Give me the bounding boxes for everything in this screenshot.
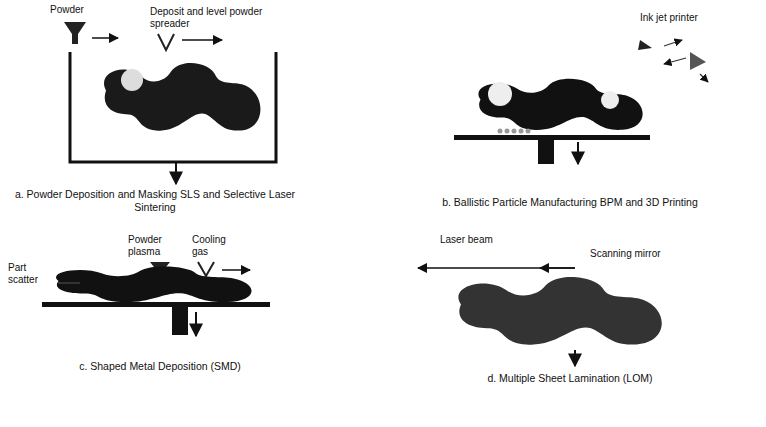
panel-b: [454, 40, 708, 164]
gas-nozzle: [198, 262, 214, 276]
part-name: Part scatter: [8, 262, 56, 286]
part: [458, 277, 661, 345]
part-name: Laser beam: [440, 234, 500, 246]
figure-caption: b. Ballistic Particle Manufacturing BPM …: [420, 196, 720, 209]
part-name: Deposit and level powder spreader: [150, 6, 280, 30]
part-name: Powder plasma: [128, 234, 174, 258]
figure-caption: a. Powder Deposition and Masking SLS and…: [10, 188, 300, 213]
powder-bed: [70, 52, 276, 162]
panel-a: [64, 22, 276, 184]
figure-caption: c. Shaped Metal Deposition (SMD): [20, 360, 300, 373]
powder-hopper: [64, 22, 86, 44]
build-platform: [42, 302, 270, 307]
figure-caption: d. Multiple Sheet Lamination (LOM): [420, 372, 720, 385]
powder-spreader: [158, 34, 174, 50]
part: [56, 266, 252, 302]
part-name: Scanning mirror: [590, 248, 700, 260]
part: [478, 79, 642, 130]
part-name: Ink jet printer: [640, 12, 700, 24]
part-name: Cooling gas: [192, 234, 232, 258]
print-head: [690, 52, 706, 70]
part: [104, 63, 260, 131]
build-platform: [454, 135, 650, 140]
part-name: Powder: [50, 4, 110, 16]
panel-d: [418, 268, 662, 366]
panel-c: [42, 262, 270, 336]
